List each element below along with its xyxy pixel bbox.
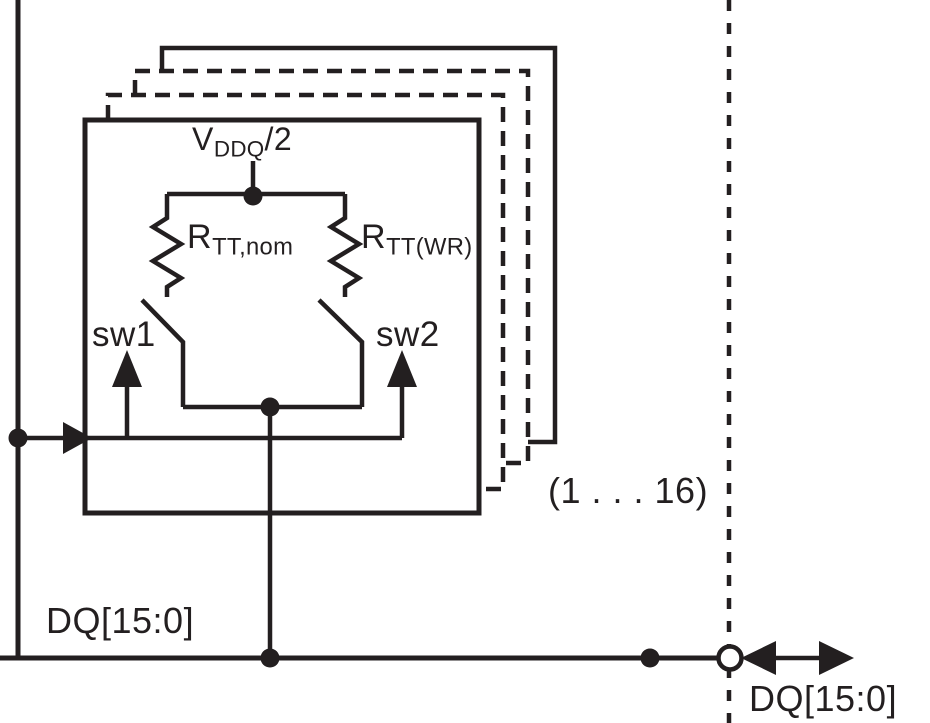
supply-voltage-subscript: DDQ (213, 136, 265, 162)
resistor-rtt-wr-base: R (361, 218, 387, 256)
supply-voltage-label: VDDQ/2 (192, 123, 292, 161)
junction-dot-switch-node (260, 397, 280, 417)
junction-dot-bus-tap (260, 648, 280, 668)
resistor-rtt-wr (326, 194, 364, 297)
switch1-label: sw1 (92, 315, 156, 354)
sw1-arrow-icon (112, 350, 142, 387)
dq-pad-circle (716, 644, 744, 672)
instance-box-inner-dashed (105, 92, 506, 492)
switch-sw2-blade (317, 298, 365, 407)
resistor-rtt-wr-subscript: TT(WR) (386, 233, 473, 261)
supply-voltage-base: V (192, 121, 214, 157)
resistor-rtt-wr-label: RTT(WR) (361, 220, 472, 259)
resistor-rtt-nom-base: R (187, 218, 213, 256)
sw2-arrow-icon (387, 350, 417, 387)
junction-dot-bus-right (640, 648, 660, 668)
resistor-rtt-nom-subscript: TT,nom (212, 233, 294, 261)
odt-cell-box (82, 117, 482, 516)
instance-box-middle-dashed (132, 68, 531, 466)
switch-sw1-blade (140, 298, 186, 407)
supply-voltage-suffix: /2 (264, 121, 293, 157)
resistor-rtt-nom-label: RTT,nom (187, 220, 293, 259)
junction-dot-control (8, 428, 28, 448)
resistor-rtt-nom (148, 194, 186, 297)
control-arrowhead-icon (63, 422, 92, 454)
dq-bus-label-right: DQ[15:0] (749, 678, 898, 719)
bidirectional-arrow-left-head-icon (741, 641, 776, 675)
switch2-label: sw2 (376, 315, 440, 354)
instance-box-back (159, 45, 558, 445)
bidirectional-arrow-right-head-icon (819, 641, 854, 675)
instance-count-label: (1 . . . 16) (548, 470, 709, 511)
dq-bus-label-left: DQ[15:0] (46, 600, 195, 641)
junction-dot-supply (243, 186, 263, 206)
